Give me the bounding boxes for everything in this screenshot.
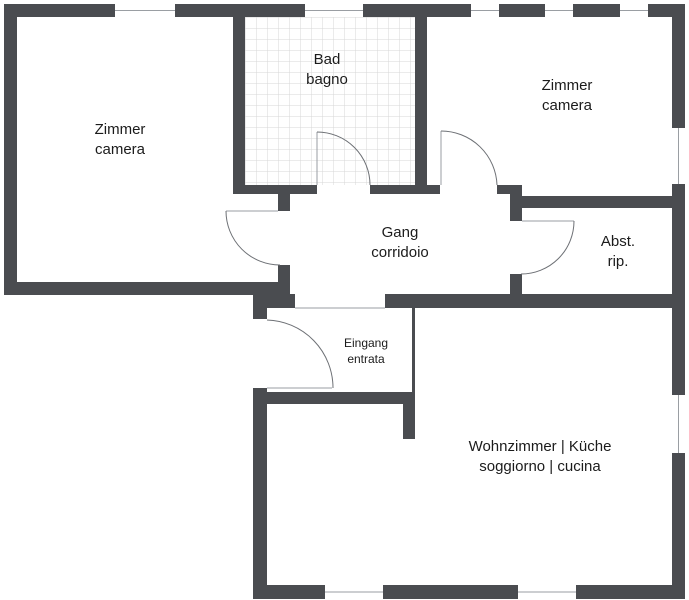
wall-entrance-left-upper (253, 294, 267, 319)
wall-bath-bottom-right (370, 185, 440, 194)
room-name-de: Wohnzimmer | Küche (468, 438, 612, 455)
room-name-de: Zimmer (541, 77, 593, 94)
room-name-de: Gang (381, 224, 419, 241)
room-name-it: rip. (607, 253, 629, 270)
door-entrance-arc (266, 319, 334, 389)
wall-right-room-bottom-left (497, 185, 521, 194)
wall-entrance-stub (403, 392, 415, 439)
wall-entrance-right-thin (412, 308, 415, 392)
wall-bottom (253, 585, 685, 599)
wall-storage-top (510, 196, 685, 208)
wall-bath-left (233, 4, 245, 194)
wall-bath-right (415, 4, 427, 194)
room-name-it: camera (94, 141, 146, 158)
room-name-de: Abst. (600, 233, 636, 250)
wall-bath-bottom-left (233, 185, 317, 194)
wall-corridor-bottom-right (385, 294, 685, 308)
walls (4, 4, 685, 599)
door-storage-arc (520, 220, 575, 275)
room-name-de: Bad (313, 51, 341, 68)
room-name-de: Zimmer (94, 121, 146, 138)
room-name-it: camera (541, 97, 593, 114)
room-name-it: bagno (306, 71, 348, 88)
wall-left-outer (4, 4, 17, 295)
bathroom-tile-floor (245, 17, 415, 185)
room-name-it: entrata (347, 352, 385, 366)
door-bedroom-right-arc (440, 130, 498, 186)
wall-entrance-bottom (253, 392, 415, 404)
room-name-de: Eingang (343, 336, 389, 350)
door-bath-arc (316, 131, 371, 186)
wall-living-left (253, 388, 267, 599)
room-name-it: corridoio (371, 244, 429, 261)
windows (115, 4, 685, 599)
wall-corridor-left-upper (278, 185, 290, 211)
room-name-it: soggiorno | cucina (479, 458, 601, 475)
door-bedroom-left-arc (225, 210, 281, 266)
wall-left-room-bottom (4, 282, 288, 295)
doors (225, 130, 575, 389)
